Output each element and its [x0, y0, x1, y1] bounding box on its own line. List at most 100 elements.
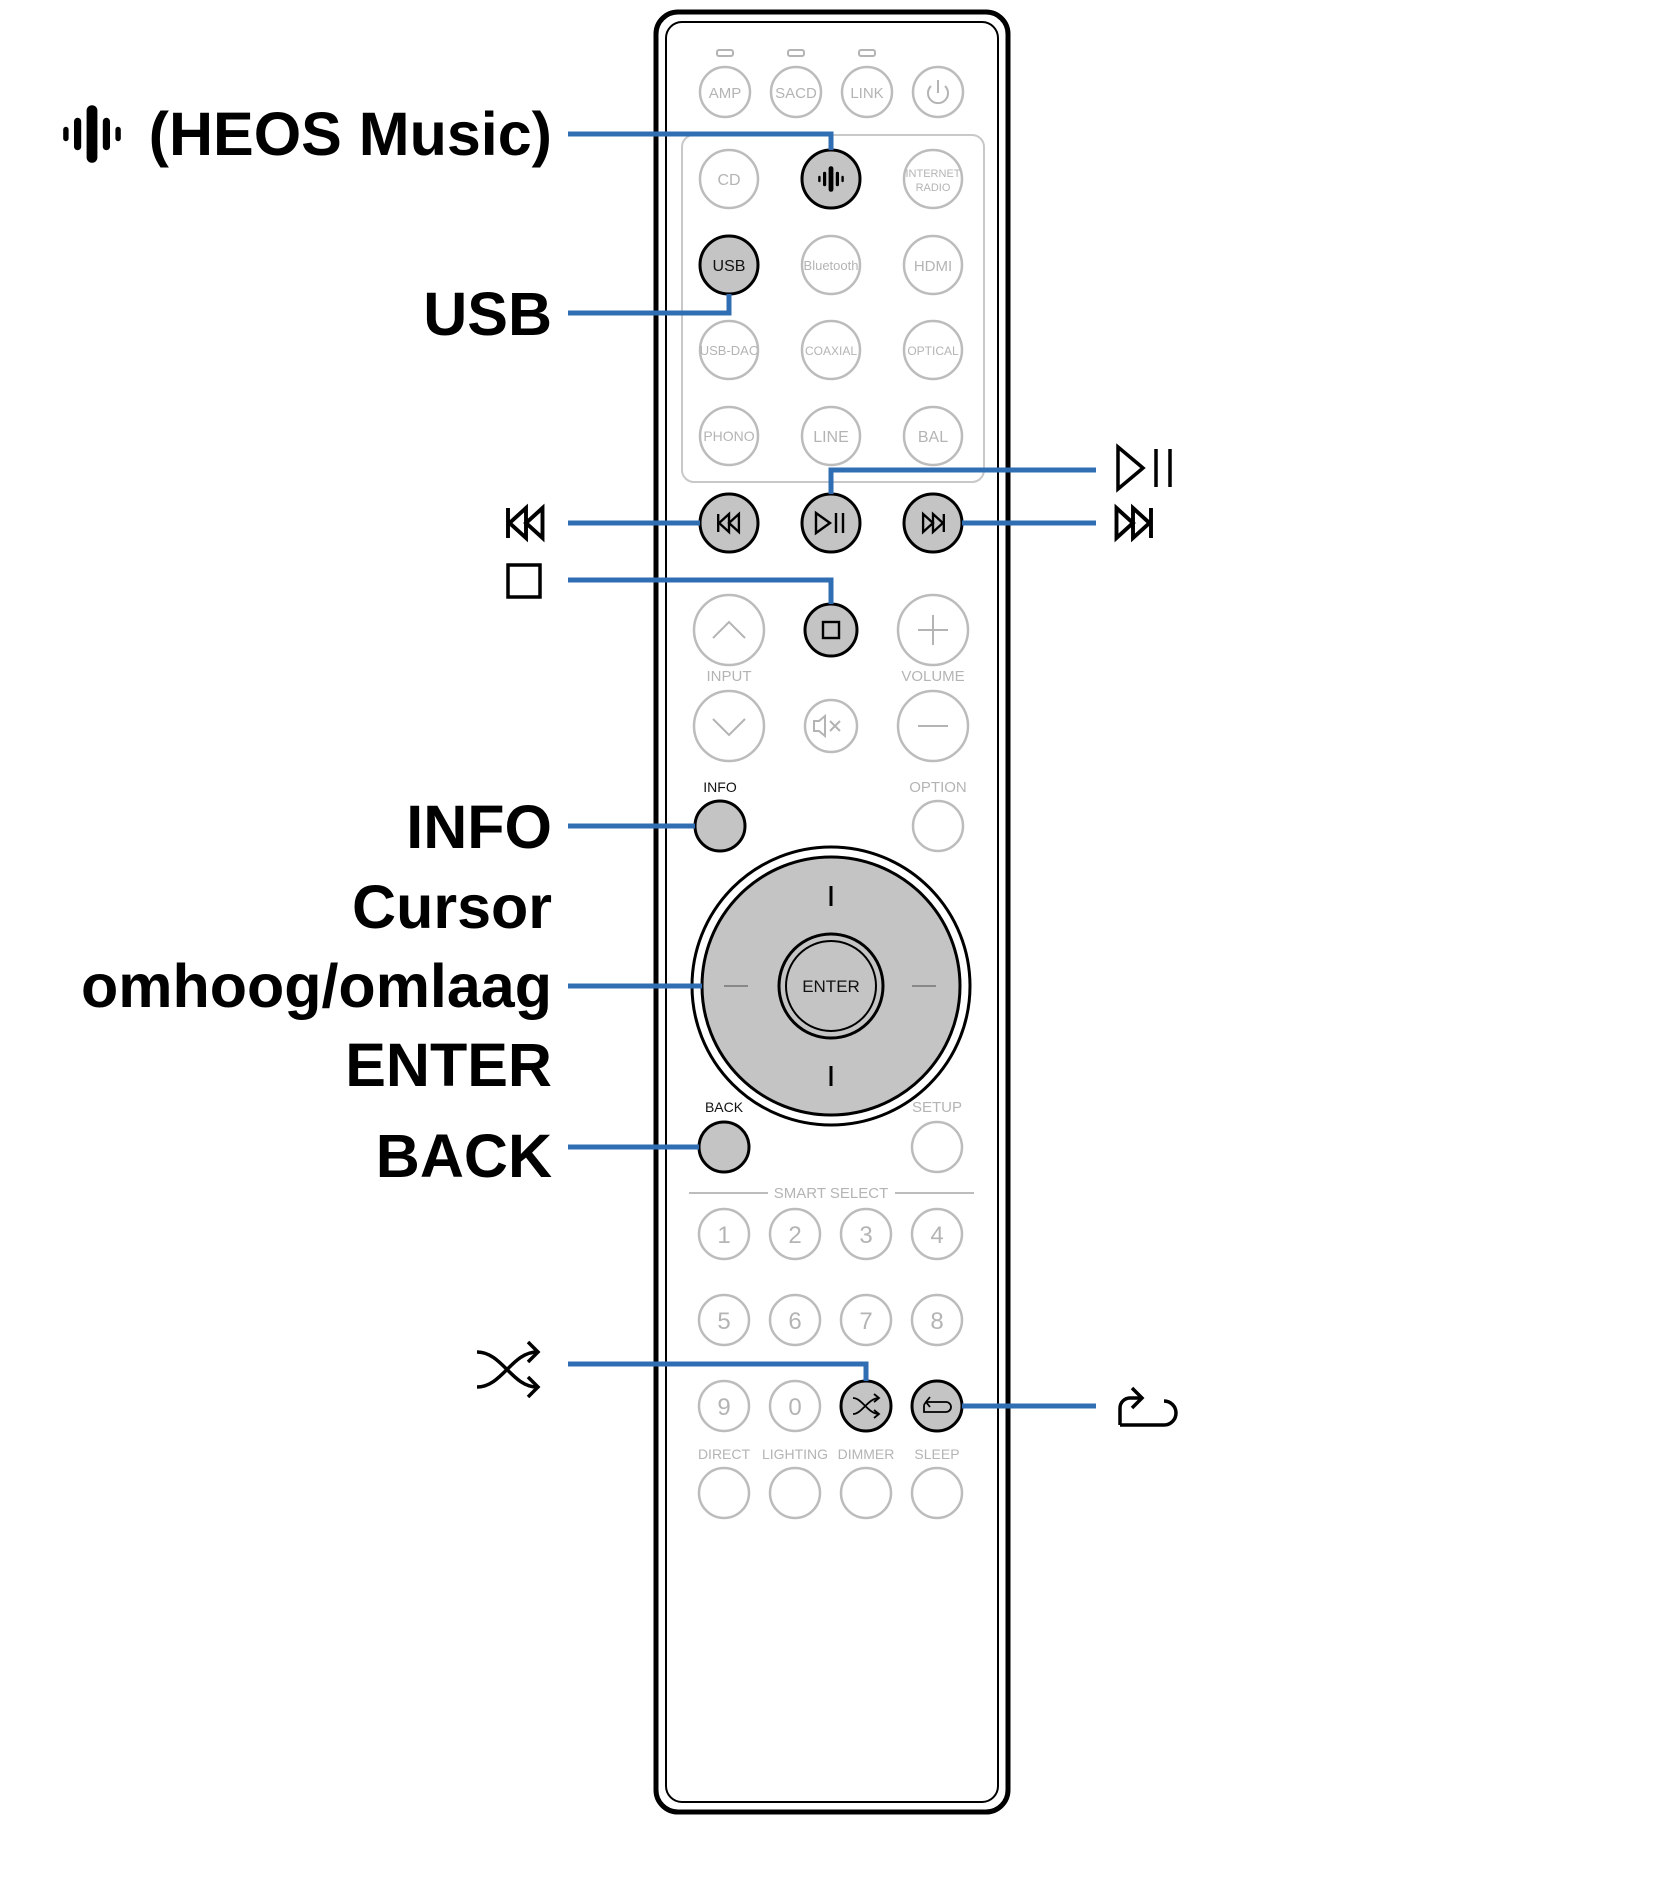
power-button[interactable] — [911, 65, 965, 119]
cd-button[interactable]: CD — [698, 148, 760, 210]
stop-icon — [821, 620, 841, 640]
setup-label: SETUP — [912, 1099, 962, 1116]
repeat-callout-icon — [1118, 1386, 1178, 1427]
svg-text:9: 9 — [717, 1394, 730, 1421]
shuffle-icon — [852, 1393, 881, 1419]
svg-text:CD: CD — [717, 172, 740, 189]
heos-music-button[interactable] — [800, 148, 862, 210]
volume-label: VOLUME — [901, 668, 964, 685]
skip-back-callout-icon — [506, 506, 545, 540]
skip-back-button[interactable] — [698, 492, 760, 554]
svg-text:6: 6 — [788, 1308, 801, 1335]
usb-dac-button[interactable]: USB-DAC — [698, 319, 760, 381]
optical-button[interactable]: OPTICAL — [902, 319, 964, 381]
svg-text:HDMI: HDMI — [914, 258, 952, 275]
svg-text:5: 5 — [717, 1308, 730, 1335]
svg-text:8: 8 — [930, 1308, 943, 1335]
link-button[interactable]: LINK — [840, 65, 894, 119]
phono-button[interactable]: PHONO — [698, 405, 760, 467]
amp-button[interactable]: AMP — [698, 65, 752, 119]
svg-text:INTERNET: INTERNET — [906, 168, 961, 180]
svg-text:7: 7 — [859, 1308, 872, 1335]
play-pause-icon — [814, 510, 845, 536]
heos-callout-icon — [63, 105, 121, 163]
play-pause-button[interactable] — [800, 492, 862, 554]
leader-lines — [568, 131, 1096, 1409]
input-up-button[interactable] — [692, 593, 766, 667]
info-label: INFO — [703, 779, 737, 795]
volume-up-button[interactable] — [896, 593, 970, 667]
dimmer-button[interactable] — [839, 1466, 893, 1520]
svg-text:4: 4 — [930, 1222, 943, 1249]
input-down-button[interactable] — [692, 689, 766, 763]
coaxial-button[interactable]: COAXIAL — [800, 319, 862, 381]
chevron-down-icon — [712, 718, 746, 737]
number-button[interactable]: 4 — [910, 1207, 964, 1261]
lighting-button[interactable] — [768, 1466, 822, 1520]
svg-text:USB: USB — [713, 258, 746, 275]
svg-text:2: 2 — [788, 1222, 801, 1249]
number-button[interactable]: 6 — [768, 1293, 822, 1347]
mute-button[interactable] — [803, 698, 859, 754]
repeat-icon — [923, 1396, 952, 1413]
enter-button[interactable]: ENTER — [777, 932, 885, 1040]
number-button[interactable]: 2 — [768, 1207, 822, 1261]
volume-down-button[interactable] — [896, 689, 970, 763]
line-button[interactable]: LINE — [800, 405, 862, 467]
number-button[interactable]: 1 — [697, 1207, 751, 1261]
skip-forward-button[interactable] — [902, 492, 964, 554]
option-label: OPTION — [909, 779, 967, 796]
dimmer-label: DIMMER — [838, 1446, 895, 1462]
heos-music-callout: (HEOS Music) — [149, 100, 552, 168]
shuffle-callout-icon — [476, 1340, 541, 1399]
number-button[interactable]: 5 — [697, 1293, 751, 1347]
enter-callout: ENTER — [345, 1031, 552, 1099]
plus-icon — [918, 615, 948, 645]
svg-text:LINK: LINK — [850, 85, 883, 102]
number-button[interactable]: 3 — [839, 1207, 893, 1261]
repeat-button[interactable] — [910, 1379, 964, 1433]
svg-text:LINE: LINE — [813, 429, 849, 446]
bluetooth-button[interactable]: Bluetooth — [800, 234, 862, 296]
smart-select-divider: SMART SELECT — [689, 1185, 974, 1202]
svg-text:USB-DAC: USB-DAC — [700, 343, 759, 358]
mute-icon — [813, 713, 841, 739]
info-callout: INFO — [406, 793, 552, 861]
stop-callout-icon — [506, 563, 542, 599]
sleep-button[interactable] — [910, 1466, 964, 1520]
svg-text:3: 3 — [859, 1222, 872, 1249]
direct-button[interactable] — [697, 1466, 751, 1520]
number-button[interactable]: 7 — [839, 1293, 893, 1347]
number-button[interactable]: 8 — [910, 1293, 964, 1347]
number-button[interactable]: 9 — [697, 1379, 751, 1433]
setup-button[interactable] — [910, 1120, 964, 1174]
cursor-callout-line2: omhoog/omlaag — [81, 952, 552, 1020]
stop-button[interactable] — [803, 602, 859, 658]
hdmi-button[interactable]: HDMI — [902, 234, 964, 296]
back-label: BACK — [705, 1099, 744, 1115]
svg-text:ENTER: ENTER — [802, 977, 860, 996]
sacd-button[interactable]: SACD — [769, 65, 823, 119]
direct-label: DIRECT — [698, 1446, 751, 1462]
shuffle-button[interactable] — [839, 1379, 893, 1433]
svg-text:OPTICAL: OPTICAL — [907, 344, 959, 358]
svg-text:PHONO: PHONO — [703, 428, 754, 444]
info-button[interactable] — [693, 799, 747, 853]
svg-text:SMART SELECT: SMART SELECT — [774, 1185, 888, 1202]
option-button[interactable] — [911, 799, 965, 853]
number-button[interactable]: 0 — [768, 1379, 822, 1433]
internet-radio-button[interactable]: INTERNET RADIO — [902, 148, 964, 210]
svg-text:Bluetooth: Bluetooth — [804, 258, 859, 273]
svg-text:COAXIAL: COAXIAL — [805, 344, 857, 358]
back-button[interactable] — [697, 1120, 751, 1174]
svg-text:SACD: SACD — [775, 85, 817, 102]
svg-text:1: 1 — [717, 1222, 730, 1249]
power-icon — [927, 80, 949, 105]
svg-text:RADIO: RADIO — [916, 182, 951, 194]
usb-button[interactable]: USB — [698, 234, 760, 296]
usb-callout: USB — [423, 280, 552, 348]
svg-text:BAL: BAL — [918, 429, 948, 446]
sleep-label: SLEEP — [914, 1446, 959, 1462]
bal-button[interactable]: BAL — [902, 405, 964, 467]
skip-forward-callout-icon — [1114, 506, 1153, 540]
